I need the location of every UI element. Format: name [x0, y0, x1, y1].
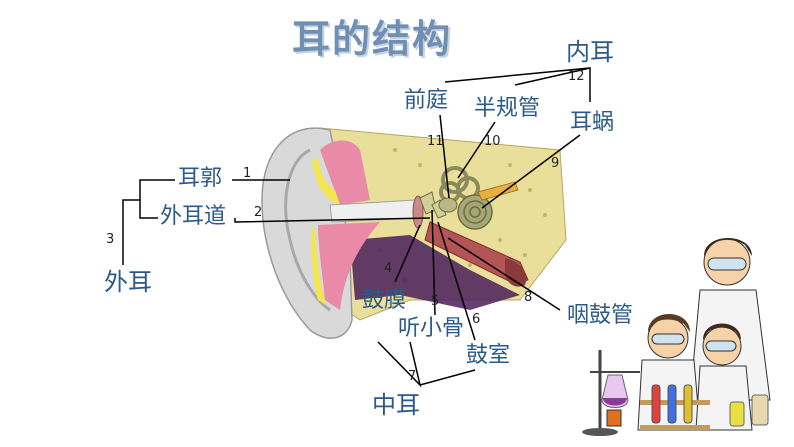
label-ear-canal: 外耳道 [160, 204, 227, 229]
cochlea-shape [457, 194, 493, 230]
label-inner-ear: 内耳 [566, 38, 614, 66]
label-eustachian-tube: 咽鼓管 [567, 303, 634, 328]
label-cochlea: 耳蜗 [570, 110, 615, 135]
num-10: 10 [484, 134, 501, 149]
num-2: 2 [254, 205, 263, 220]
scientists-illustration [582, 238, 771, 436]
vestibule-shape [438, 197, 458, 213]
label-outer-ear: 外耳 [104, 268, 152, 296]
label-vestibule: 前庭 [404, 88, 449, 113]
num-11: 11 [427, 134, 444, 149]
label-middle-ear: 中耳 [372, 391, 420, 419]
num-6: 6 [472, 312, 481, 327]
label-semicircular-canals: 半规管 [474, 96, 541, 121]
dark-tissue [350, 235, 520, 310]
label-tympanic-cavity: 鼓室 [466, 343, 511, 368]
num-3: 3 [106, 232, 115, 247]
label-eardrum: 鼓膜 [362, 288, 407, 313]
num-4: 4 [384, 261, 393, 276]
label-pinna: 耳郭 [178, 166, 223, 191]
num-7: 7 [408, 369, 417, 384]
num-9: 9 [551, 156, 560, 171]
label-ossicles: 听小骨 [398, 316, 465, 341]
cartilage-top [320, 140, 370, 205]
auditory-nerve [477, 181, 519, 201]
page-title: 耳的结构 [292, 17, 453, 61]
ossicles-shape [419, 191, 447, 219]
num-5: 5 [431, 294, 440, 309]
leader-lines [122, 67, 591, 388]
num-12: 12 [568, 69, 585, 84]
ear-illustration [261, 127, 567, 339]
num-1: 1 [243, 166, 252, 181]
num-8: 8 [524, 290, 533, 305]
cartilage-bottom [318, 222, 380, 310]
